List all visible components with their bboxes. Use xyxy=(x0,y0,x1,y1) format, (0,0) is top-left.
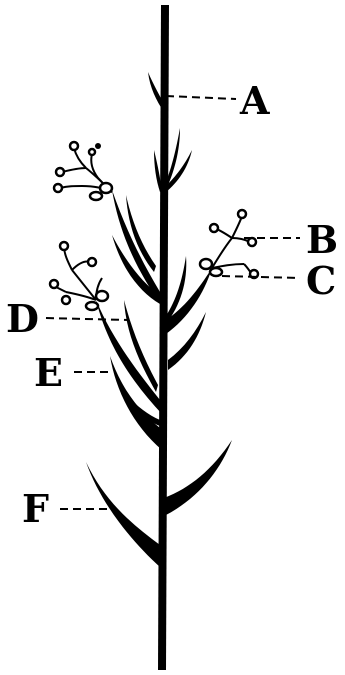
branch-upper-left xyxy=(112,190,162,306)
leader-line-c xyxy=(221,275,301,279)
flower-buds-middle-left xyxy=(48,240,110,312)
seed-dot-top xyxy=(95,143,101,149)
leaf-upper-left-2 xyxy=(126,195,156,272)
leaf-upper-left xyxy=(112,235,160,304)
flower-buds-right xyxy=(198,208,260,280)
callout-label-c: C xyxy=(306,258,337,303)
leaf-e-small xyxy=(126,395,160,426)
callout-label-e: E xyxy=(34,350,63,395)
callout-label-d: D xyxy=(6,296,39,341)
branch-c xyxy=(166,268,212,334)
leaf-c xyxy=(166,256,187,324)
leaf-top-right xyxy=(166,128,180,190)
callout-label-a: A xyxy=(240,78,270,123)
leaf-e-branch xyxy=(110,356,162,450)
flower-cluster-middle-left xyxy=(53,245,103,301)
leaf-f-left xyxy=(86,462,161,568)
leaf-top-left xyxy=(154,150,162,192)
flower-buds-upper-left xyxy=(52,140,114,202)
leaf-d xyxy=(124,300,158,392)
leaf-f-right xyxy=(164,440,232,516)
leader-lines xyxy=(45,95,301,510)
leader-line-a xyxy=(165,95,237,100)
leader-line-d xyxy=(45,317,129,321)
leaf-top-right-2 xyxy=(166,150,192,192)
leaf-c-lower xyxy=(168,312,206,370)
callout-label-b: B xyxy=(306,217,339,262)
branch-d xyxy=(96,300,162,414)
callout-label-f: F xyxy=(22,486,49,531)
leaf-a xyxy=(148,72,164,112)
